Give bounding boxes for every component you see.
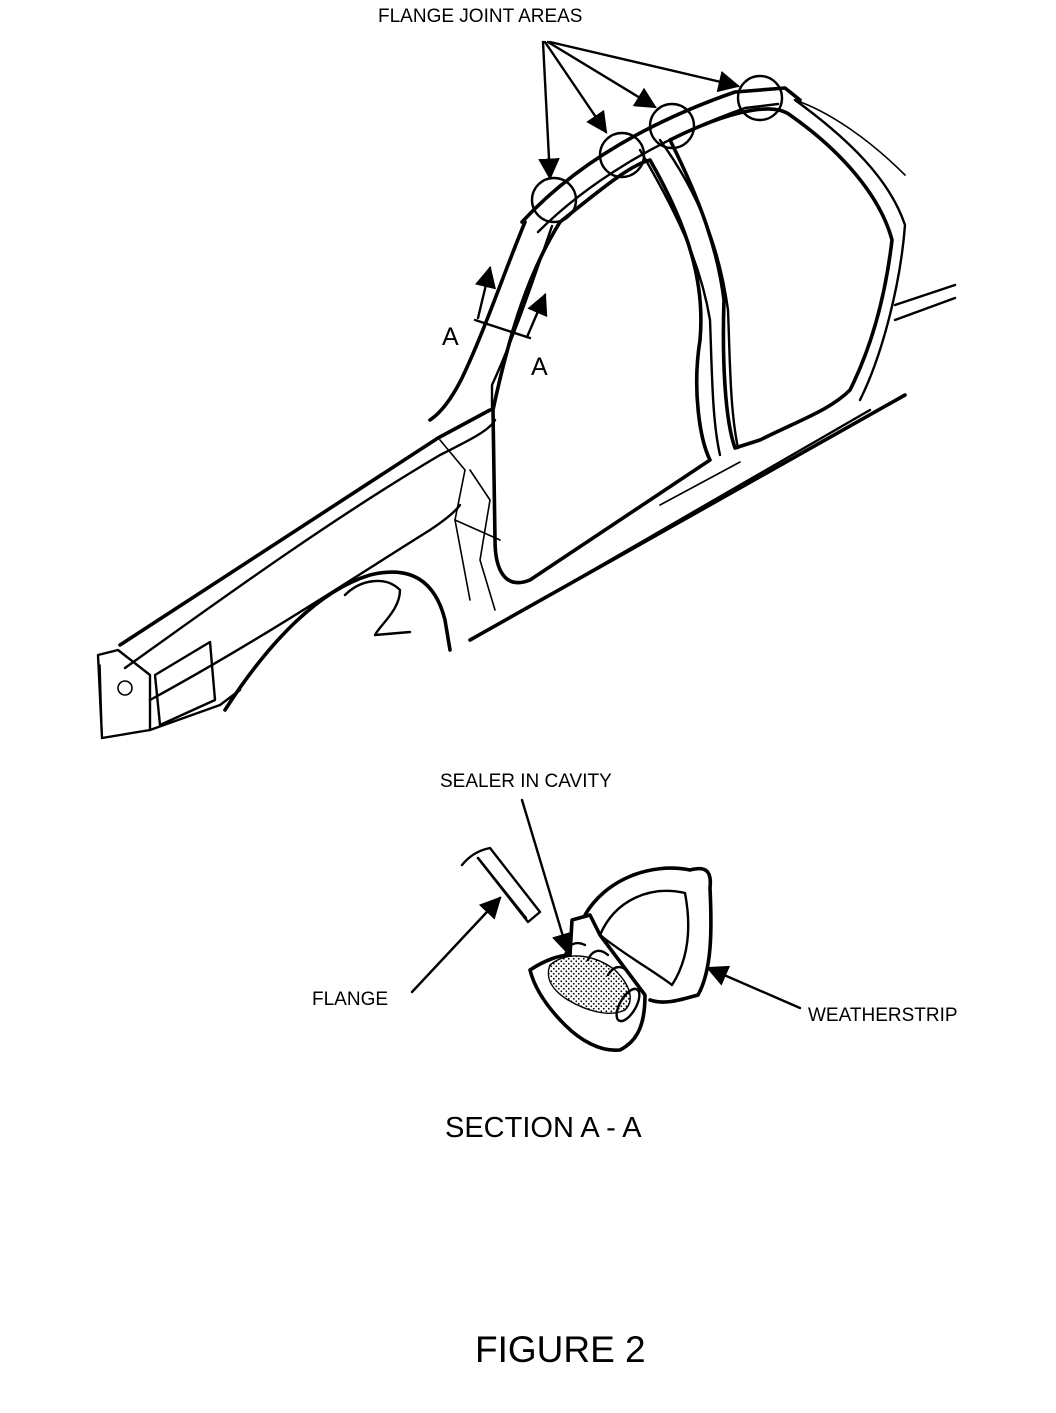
rocker-panel-lower — [513, 408, 872, 617]
tail-panel-edge — [99, 664, 103, 736]
rear-door-opening-outer — [793, 98, 907, 402]
wheelhouse-detail-3 — [454, 519, 501, 541]
flange-piece-edge — [476, 856, 528, 920]
b-pillar-front-edge — [638, 148, 722, 457]
flange-joint-circle-4 — [736, 74, 784, 122]
leader-arrow-3 — [546, 40, 657, 109]
tail-panel-inner — [153, 640, 217, 727]
clip-finger-2 — [586, 949, 610, 962]
clip-finger-3 — [606, 965, 630, 977]
roof-rail-line-outer — [794, 99, 906, 176]
sealer-leader — [520, 798, 573, 956]
leader-arrow-2 — [543, 40, 608, 134]
flange-piece — [460, 846, 542, 924]
section-cut-line — [473, 318, 532, 340]
section-detail-drawing — [410, 798, 802, 1052]
rear-extension-line-2 — [893, 296, 957, 322]
flange-joint-circle-3 — [648, 102, 696, 150]
vehicle-body-side-drawing — [96, 40, 957, 740]
a-pillar-outer — [428, 220, 527, 422]
section-cut-arrow-left — [474, 265, 496, 320]
leader-arrow-4 — [548, 40, 741, 93]
wheelhouse-detail-2 — [469, 469, 496, 611]
tail-panel-hole — [117, 680, 133, 696]
figure-caption: FIGURE 2 — [475, 1329, 646, 1370]
wheel-arch-outer — [223, 570, 452, 712]
weatherstrip-leader — [706, 965, 802, 1010]
sealer-fill — [547, 955, 631, 1014]
wheelhouse-detail-1 — [439, 439, 471, 601]
flange-joint-circles — [530, 74, 784, 224]
section-title: SECTION A - A — [445, 1112, 642, 1144]
weatherstrip-bulb-outer — [583, 866, 713, 1004]
rear-extension-line-1 — [893, 283, 957, 307]
quarter-panel-belt-line — [123, 418, 497, 670]
rear-door-opening — [668, 107, 894, 450]
label-section-marker-right: A — [531, 353, 548, 381]
tail-panel-bottom — [148, 688, 242, 732]
label-flange: FLANGE — [312, 989, 388, 1010]
roof-rail-outer — [520, 86, 802, 224]
section-cut-arrow-right — [525, 293, 548, 339]
tail-panel-outline — [96, 648, 152, 740]
rocker-detail-line — [659, 461, 741, 506]
b-pillar-rear-edge — [658, 138, 740, 450]
clip-slot — [615, 987, 641, 1023]
label-section-marker-left: A — [442, 323, 459, 351]
weatherstrip-bulb-inner — [598, 889, 690, 987]
flange-joint-circle-2 — [598, 131, 646, 179]
flange-leader — [410, 896, 502, 994]
front-door-opening — [491, 158, 712, 585]
wheel-arch-inner — [343, 579, 412, 637]
quarter-panel-lower — [148, 503, 462, 702]
label-flange-joint-areas: FLANGE JOINT AREAS — [378, 6, 582, 27]
leader-arrow-1 — [538, 40, 560, 181]
label-weatherstrip: WEATHERSTRIP — [808, 1005, 958, 1026]
quarter-panel-upper — [118, 408, 492, 647]
label-sealer-in-cavity: SEALER IN CAVITY — [440, 771, 612, 792]
flange-joint-leaders — [538, 40, 741, 181]
section-cut-indicator — [473, 265, 548, 340]
